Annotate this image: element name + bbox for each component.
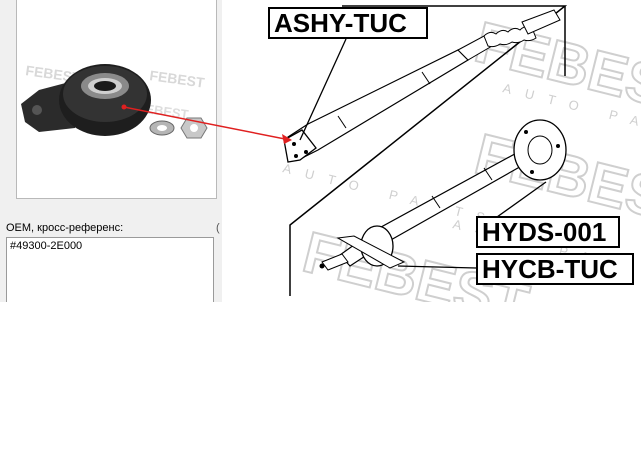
- product-photo-frame: FEBEST FEBEST FEBEST: [16, 0, 217, 199]
- oem-value: #49300-2E000: [10, 240, 83, 252]
- center-bearing-photo: FEBEST FEBEST FEBEST: [21, 62, 208, 139]
- photo-marker: [121, 104, 127, 110]
- rear-shaft-section: [319, 119, 567, 271]
- oem-reference-field[interactable]: #49300-2E000: [6, 237, 214, 302]
- bearing-bracket: [336, 235, 406, 269]
- catalog-panel: FEBEST FEBEST FEBEST OEM, кросс-референс…: [0, 0, 222, 302]
- photo-watermark-2: FEBEST: [149, 67, 206, 91]
- oem-label-cut: (: [216, 222, 220, 234]
- bracket-hole: [32, 105, 42, 115]
- frame-line-upper: [289, 5, 568, 296]
- part-label-ashy-tuc[interactable]: ASHY-TUC: [268, 7, 428, 39]
- part-label-hyds-001[interactable]: HYDS-001: [476, 216, 620, 248]
- oem-label: OEM, кросс-референс:: [6, 222, 124, 234]
- part-label-hycb-tuc[interactable]: HYCB-TUC: [476, 253, 634, 285]
